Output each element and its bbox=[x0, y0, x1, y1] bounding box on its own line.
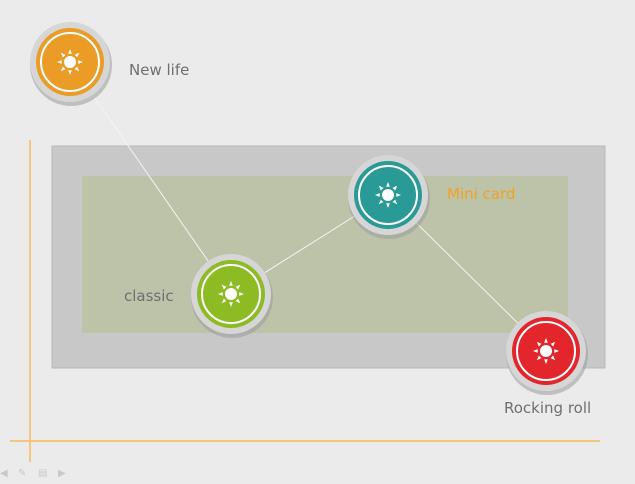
label-new-life: New life bbox=[129, 61, 190, 79]
menu-icon[interactable]: ▤ bbox=[38, 468, 48, 479]
sun-icon bbox=[218, 281, 244, 307]
node-inner-ring bbox=[40, 32, 100, 92]
sun-icon bbox=[57, 49, 83, 75]
node-new-life[interactable] bbox=[30, 22, 112, 106]
arrow-right-icon[interactable]: ▶ bbox=[58, 468, 66, 479]
node-mini-card[interactable] bbox=[348, 155, 430, 239]
node-inner-ring bbox=[358, 165, 418, 225]
label-rocking-roll: Rocking roll bbox=[504, 399, 592, 417]
node-inner-ring bbox=[516, 321, 576, 381]
arrow-left-icon[interactable]: ◀ bbox=[0, 468, 8, 479]
connector-new-life-to-classic bbox=[69, 61, 232, 295]
slide-toolbar: ◀ ✎ ▤ ▶ bbox=[0, 468, 80, 482]
node-rocking-roll[interactable] bbox=[506, 311, 588, 395]
sun-icon bbox=[375, 182, 401, 208]
pen-icon[interactable]: ✎ bbox=[18, 468, 27, 479]
label-mini-card: Mini card bbox=[447, 185, 516, 203]
node-classic[interactable] bbox=[191, 254, 273, 338]
nodes-layer bbox=[30, 22, 588, 395]
inner-panel bbox=[82, 176, 568, 333]
sun-icon bbox=[533, 338, 559, 364]
node-inner-ring bbox=[201, 264, 261, 324]
label-classic: classic bbox=[124, 287, 174, 305]
